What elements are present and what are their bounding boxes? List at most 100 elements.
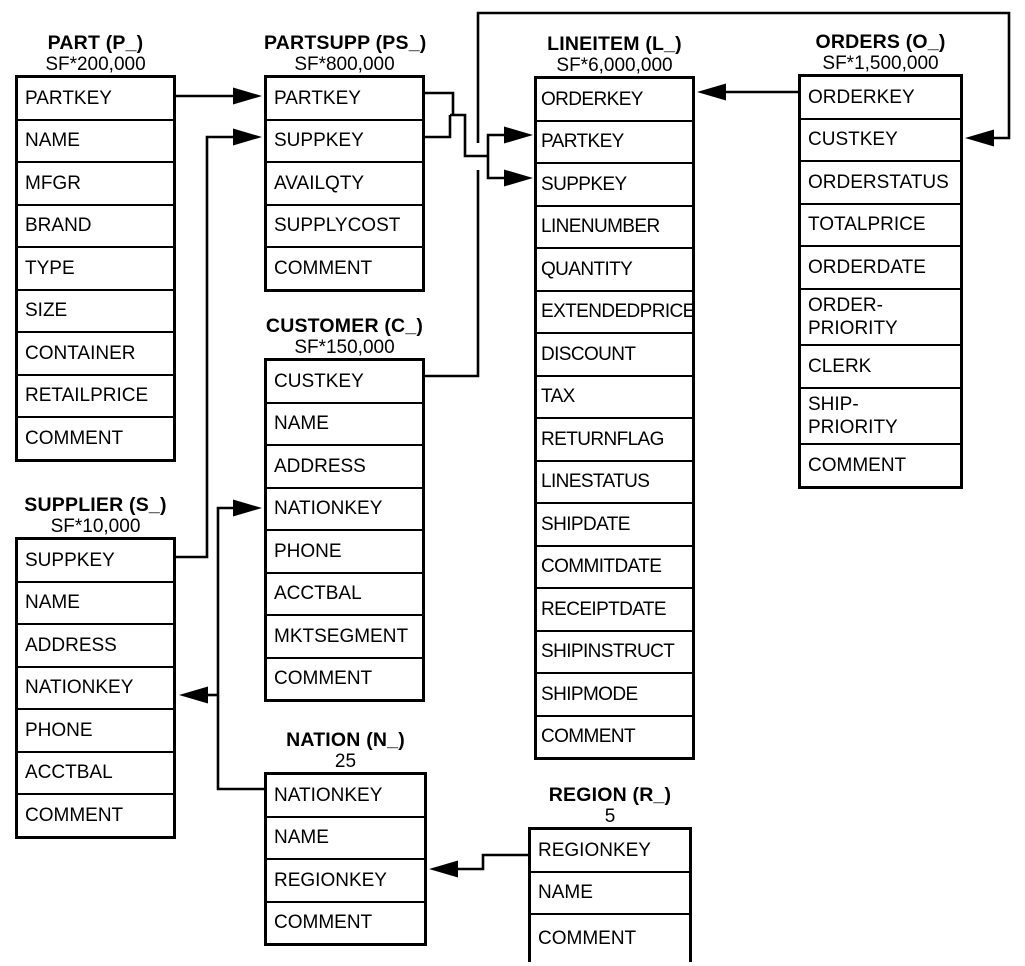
- field-cell-lineitem-linestatus: LINESTATUS: [537, 462, 692, 504]
- field-cell-lineitem-tax: TAX: [537, 377, 692, 419]
- field-cell-partsupp-partkey: PARTKEY: [267, 78, 422, 121]
- field-cell-lineitem-discount: DISCOUNT: [537, 334, 692, 377]
- field-cell-orders-orderstatus: ORDERSTATUS: [801, 162, 960, 205]
- field-cell-customer-custkey: CUSTKEY: [267, 361, 422, 404]
- field-cell-customer-mktsegment: MKTSEGMENT: [267, 616, 422, 659]
- field-cell-lineitem-partkey: PARTKEY: [537, 122, 692, 164]
- field-cell-nation-comment: COMMENT: [274, 912, 373, 934]
- field-cell-lineitem-orderkey: ORDERKEY: [537, 79, 692, 122]
- field-cell-orders-totalprice: TOTALPRICE: [801, 205, 960, 247]
- arrowhead-right-icon: [504, 126, 533, 144]
- field-cell-orders-clerk: CLERK: [801, 346, 960, 389]
- field-cell-lineitem-quantity: QUANTITY: [537, 249, 692, 292]
- field-cell-lineitem-returnflag: RETURNFLAG: [537, 419, 692, 462]
- field-cell-supplier-name: NAME: [18, 583, 173, 625]
- field-cell-supplier-nationkey: NATIONKEY: [18, 668, 173, 710]
- table-title: PART (P_): [47, 32, 144, 54]
- field-cell-lineitem-shipdate: SHIPDATE: [537, 504, 692, 547]
- field-cell-customer-phone: PHONE: [267, 531, 422, 574]
- field-cell-orders-orderdate: ORDERDATE: [801, 247, 960, 290]
- field-cell-supplier-comment: COMMENT: [25, 804, 124, 826]
- relationship-nation-customer: [216, 499, 264, 791]
- field-cell-supplier-suppkey: SUPPKEY: [18, 540, 173, 583]
- field-cell-lineitem-receiptdate: RECEIPTDATE: [537, 589, 692, 632]
- field-cell-nation-nationkey: NATIONKEY: [267, 775, 424, 818]
- field-cell-part-size: SIZE: [18, 291, 173, 333]
- field-cell-part-container: CONTAINER: [18, 333, 173, 376]
- arrowhead-right-icon: [504, 169, 533, 187]
- table-cardinality: SF*1,500,000: [822, 53, 939, 74]
- table-cardinality: SF*800,000: [294, 54, 395, 75]
- field-cell-region-comment: COMMENT: [538, 928, 637, 949]
- field-cell-partsupp-comment: COMMENT: [274, 257, 373, 279]
- field-cell-nation-regionkey: REGIONKEY: [267, 860, 424, 903]
- field-cell-customer-address: ADDRESS: [267, 446, 422, 489]
- table-cardinality: 25: [334, 751, 357, 772]
- table-title: LINEITEM (L_): [547, 33, 682, 55]
- relationship-partsupp-lineitem: [424, 91, 533, 187]
- field-cell-part-brand: BRAND: [18, 206, 173, 248]
- table-cardinality: 5: [604, 806, 616, 827]
- field-cell-customer-comment: COMMENT: [274, 668, 373, 690]
- arrowhead-left-icon: [429, 860, 458, 878]
- field-cell-orders-custkey: CUSTKEY: [801, 120, 960, 162]
- arrowhead-left-icon: [179, 686, 208, 704]
- table-title: CUSTOMER (C_): [265, 315, 424, 337]
- relationship-part-partsupp: [176, 87, 262, 105]
- arrowhead-left-icon: [965, 129, 994, 147]
- field-cell-lineitem-linenumber: LINENUMBER: [537, 207, 692, 249]
- field-cell-part-partkey: PARTKEY: [18, 78, 173, 121]
- table-title: NATION (N_): [286, 729, 405, 751]
- field-cell-nation-name: NAME: [267, 818, 424, 860]
- arrowhead-right-icon: [233, 499, 262, 517]
- field-cell-lineitem-comment: COMMENT: [541, 726, 636, 748]
- field-cell-orders-ship-priority: SHIP- PRIORITY: [801, 389, 960, 445]
- field-cell-part-retailprice: RETAILPRICE: [18, 376, 173, 418]
- field-cell-part-comment: COMMENT: [25, 427, 124, 449]
- field-cell-customer-name: NAME: [267, 404, 422, 446]
- field-cell-orders-orderkey: ORDERKEY: [801, 77, 960, 120]
- table-title: ORDERS (O_): [815, 31, 946, 53]
- field-cell-lineitem-commitdate: COMMITDATE: [537, 547, 692, 589]
- field-cell-orders-order-priority: ORDER- PRIORITY: [801, 290, 960, 346]
- field-cell-supplier-phone: PHONE: [18, 710, 173, 753]
- table-title: PARTSUPP (PS_): [264, 32, 427, 54]
- table-cardinality: SF*10,000: [50, 516, 141, 537]
- field-cell-customer-acctbal: ACCTBAL: [267, 574, 422, 616]
- field-cell-partsupp-availqty: AVAILQTY: [267, 163, 422, 206]
- field-cell-part-name: NAME: [18, 121, 173, 163]
- relationship-region-nation: [429, 853, 528, 878]
- arrowhead-right-icon: [233, 128, 262, 146]
- relationship-supplier-partsupp: [176, 128, 262, 559]
- field-cell-region-regionkey: REGIONKEY: [531, 830, 689, 873]
- field-cell-partsupp-suppkey: SUPPKEY: [267, 121, 422, 163]
- relationship-nation-supplier: [179, 686, 218, 704]
- field-cell-part-mfgr: MFGR: [18, 163, 173, 206]
- field-cell-partsupp-supplycost: SUPPLYCOST: [267, 206, 422, 248]
- relationship-orders-lineitem: [697, 83, 798, 101]
- table-cardinality: SF*6,000,000: [556, 55, 673, 76]
- field-cell-region-name: NAME: [531, 873, 689, 915]
- table-title: SUPPLIER (S_): [24, 494, 167, 516]
- field-cell-lineitem-extendedprice: EXTENDEDPRICE: [537, 292, 692, 334]
- field-cell-lineitem-suppkey: SUPPKEY: [537, 164, 692, 207]
- field-cell-lineitem-shipinstruct: SHIPINSTRUCT: [537, 632, 692, 674]
- table-cardinality: SF*150,000: [294, 337, 395, 358]
- table-title: REGION (R_): [548, 784, 672, 806]
